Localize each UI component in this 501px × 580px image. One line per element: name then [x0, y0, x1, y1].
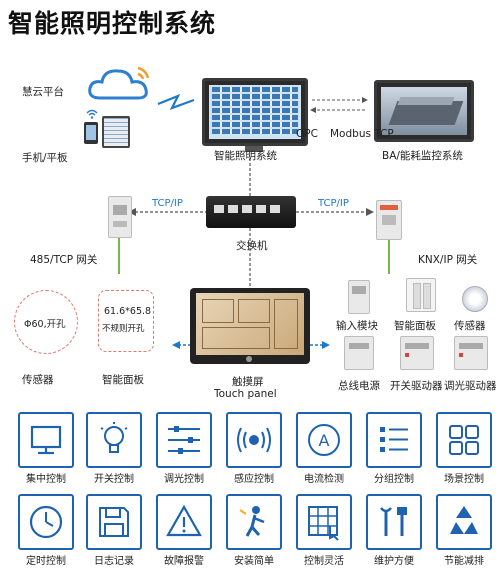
bus-power-label: 总线电源 — [338, 380, 380, 392]
touch-panel-label-en: Touch panel — [214, 388, 277, 400]
feature-label: 维护方便 — [374, 556, 414, 567]
switch-driver-device — [400, 336, 434, 370]
ba-system-monitor — [374, 80, 474, 142]
touch-panel-device — [190, 288, 310, 364]
sensor-left-outline — [14, 290, 78, 354]
feature-label: 安装简单 — [234, 556, 274, 567]
bus-power-device — [344, 336, 374, 370]
svg-text:A: A — [319, 431, 330, 450]
list-icon — [380, 427, 408, 452]
tcpip-right-label: TCP/IP — [318, 198, 349, 209]
ammeter-icon: A — [308, 424, 340, 456]
feature-label: 日志记录 — [94, 556, 134, 567]
feature-label: 控制灵活 — [304, 556, 344, 567]
feature-label: 场景控制 — [444, 474, 484, 485]
dimmer-driver-device — [454, 336, 488, 370]
warning-icon — [166, 504, 202, 537]
sliders-icon — [168, 426, 200, 454]
dimmer-driver-label: 调光驱动器 — [444, 380, 497, 392]
panel-left-outline — [98, 290, 154, 352]
feature-centralized — [18, 412, 74, 468]
feature-scene — [436, 412, 492, 468]
feature-maintenance — [366, 494, 422, 550]
feature-alarm — [156, 494, 212, 550]
feature-sensing — [226, 412, 282, 468]
cloud-label: 慧云平台 — [22, 86, 64, 98]
knx-label: KNX/IP 网关 — [418, 254, 478, 266]
phone-icon — [84, 122, 98, 144]
recycle-icon — [450, 506, 478, 534]
knx-gateway-device — [376, 200, 402, 240]
feature-label: 节能减排 — [444, 556, 484, 567]
feature-dimming — [156, 412, 212, 468]
worker-icon — [239, 506, 265, 537]
input-module-label: 输入模块 — [336, 320, 378, 332]
feature-label: 电流检测 — [304, 474, 344, 485]
feature-current: A — [296, 412, 352, 468]
tcpip-left-label: TCP/IP — [152, 198, 183, 209]
modbus-label: Modbus TCP — [330, 128, 394, 140]
ba-label: BA/能耗监控系统 — [382, 150, 463, 162]
connection-lines — [118, 93, 390, 349]
phone-label: 手机/平板 — [22, 152, 68, 164]
touch-grid-icon — [308, 506, 339, 541]
clock-icon — [29, 505, 63, 539]
wifi-icon — [86, 104, 98, 119]
feature-timing — [18, 494, 74, 550]
gw485-device — [108, 196, 132, 238]
feature-install — [226, 494, 282, 550]
feature-label: 集中控制 — [26, 474, 66, 485]
sensor-right-label: 传感器 — [454, 320, 486, 332]
feature-label: 故障报警 — [164, 556, 204, 567]
monitor-icon — [30, 425, 62, 455]
grid-icon — [449, 425, 479, 455]
feature-label: 调光控制 — [164, 474, 204, 485]
opc-label: OPC — [296, 128, 318, 140]
feature-grouping — [366, 412, 422, 468]
touch-panel-label-cn: 触摸屏 — [232, 376, 264, 388]
wireless-link — [157, 93, 195, 110]
feature-label: 定时控制 — [26, 556, 66, 567]
page-title: 智能照明控制系统 — [8, 9, 217, 38]
feature-label: 分组控制 — [374, 474, 414, 485]
sensor-left-tag: Φ60,开孔 — [24, 319, 66, 330]
feature-label: 开关控制 — [94, 474, 134, 485]
tools-icon — [380, 507, 407, 536]
sensor-right-device — [462, 286, 488, 312]
input-module-device — [348, 280, 370, 314]
sensor-left-label: 传感器 — [22, 374, 54, 386]
panel-left-label: 智能面板 — [102, 374, 144, 386]
cloud-icon — [88, 66, 150, 100]
floppy-icon — [99, 507, 129, 537]
tablet-icon — [102, 116, 130, 148]
feature-energy — [436, 494, 492, 550]
feature-flexible — [296, 494, 352, 550]
lighting-system-monitor — [202, 78, 308, 146]
feature-switch — [86, 412, 142, 468]
panel-left-size: 61.6*65.8 — [104, 306, 152, 317]
smart-panel-device — [406, 278, 436, 312]
network-switch — [206, 196, 296, 228]
gw485-label: 485/TCP 网关 — [30, 254, 98, 266]
smart-panel-label: 智能面板 — [394, 320, 436, 332]
feature-label: 感应控制 — [234, 474, 274, 485]
switch-label: 交换机 — [236, 240, 268, 252]
switch-driver-label: 开关驱动器 — [390, 380, 443, 392]
feature-log — [86, 494, 142, 550]
sensor-icon — [237, 427, 271, 453]
lighting-system-label: 智能照明系统 — [214, 150, 277, 162]
panel-left-hole: 不规则开孔 — [102, 324, 145, 334]
bulb-icon — [100, 422, 128, 453]
